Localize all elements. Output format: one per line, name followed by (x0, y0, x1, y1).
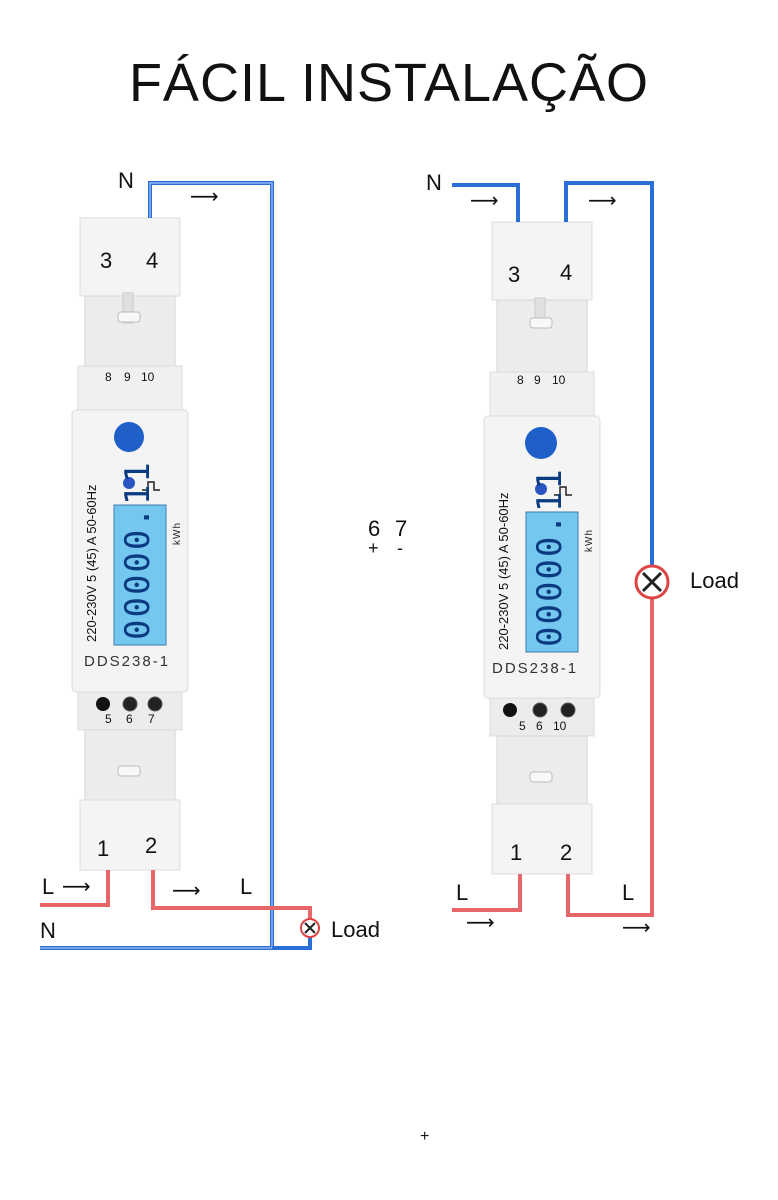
right-live-out-wire (566, 598, 654, 917)
left-aux-9: 9 (124, 370, 131, 384)
arrow-right-icon: ⟶ (62, 874, 91, 898)
left-aux-7: 7 (148, 712, 155, 726)
left-bottom-terminal-block (79, 799, 181, 871)
right-lcd (525, 511, 579, 653)
center-pin-6: 6 (368, 516, 381, 541)
left-aux-10: 10 (141, 370, 155, 384)
right-bottom-terminal-block (491, 803, 593, 875)
left-n-bottom-label: N (40, 918, 56, 943)
left-lcd-reading: 00000.11 (118, 460, 158, 640)
left-live-out-wire (151, 870, 312, 918)
arrow-right-icon: ⟶ (588, 188, 617, 212)
left-test-button[interactable] (114, 422, 144, 452)
right-top-terminal-block (491, 221, 593, 301)
right-aux-8: 8 (517, 373, 524, 387)
left-l-in-label: L (42, 874, 55, 899)
right-lcd-reading: 00000.11 (530, 467, 570, 647)
right-load-label: Load (690, 568, 739, 593)
left-terminal-4: 4 (146, 248, 159, 273)
left-live-in-wire (40, 870, 110, 907)
bottom-mark: + (420, 1128, 430, 1145)
right-terminal-screw-10 (560, 702, 576, 718)
left-terminal-3: 3 (100, 248, 113, 273)
right-wiring (452, 181, 670, 917)
arrow-right-icon: ⟶ (466, 910, 495, 934)
left-unit-label: kWh (172, 522, 183, 545)
right-terminal-2: 2 (560, 840, 573, 865)
right-l-out-label: L (622, 880, 635, 905)
left-meter (71, 217, 189, 871)
right-aux-6: 6 (536, 719, 543, 733)
center-plus-sign: + (368, 538, 379, 558)
left-aux-8: 8 (105, 370, 112, 384)
left-load-label: Load (331, 917, 380, 942)
right-live-in-wire (452, 874, 522, 912)
left-terminal-screw-5 (96, 697, 110, 711)
left-terminal-screw-6 (122, 696, 138, 712)
right-pulse-led (535, 483, 547, 495)
right-aux-10: 10 (552, 373, 566, 387)
right-bottom-clamp (496, 735, 588, 805)
left-n-top-label: N (118, 168, 134, 193)
right-aux-10b: 10 (553, 719, 567, 733)
page-title: FÁCIL INSTALAÇÃO (128, 53, 650, 113)
left-pulse-led (123, 477, 135, 489)
right-unit-label: kWh (584, 529, 595, 552)
right-terminal-screw-5 (503, 703, 517, 717)
right-terminal-3: 3 (508, 262, 521, 287)
center-minus-sign: - (397, 538, 403, 558)
arrow-right-icon: ⟶ (470, 188, 499, 212)
left-lcd (113, 504, 167, 646)
left-terminal-1: 1 (97, 836, 110, 861)
pulse-icon (554, 486, 572, 496)
left-terminal-2: 2 (145, 833, 158, 858)
arrow-right-icon: ⟶ (172, 878, 201, 902)
left-l-out-label: L (240, 874, 253, 899)
left-top-terminal-block (79, 217, 181, 297)
arrow-right-icon: ⟶ (622, 915, 651, 939)
right-l-in-label: L (456, 880, 469, 905)
right-meter (483, 221, 601, 875)
left-model-label: DDS238-1 (84, 653, 171, 670)
left-aux-6: 6 (126, 712, 133, 726)
right-aux-9: 9 (534, 373, 541, 387)
right-top-aux-block (489, 371, 595, 417)
pulse-icon (142, 481, 160, 491)
right-terminal-screw-6 (532, 702, 548, 718)
left-terminal-screw-7 (147, 696, 163, 712)
center-pin-7: 7 (395, 516, 408, 541)
right-n-top-label: N (426, 170, 442, 195)
left-wiring (40, 181, 320, 950)
right-neutral-in-wire (452, 183, 520, 222)
right-terminal-4: 4 (560, 260, 573, 285)
arrow-right-icon: ⟶ (190, 184, 219, 208)
right-test-button[interactable] (525, 427, 557, 459)
right-spec-text: 220-230V 5 (45) A 50-60Hz (496, 492, 511, 650)
left-bottom-clamp (84, 729, 176, 801)
right-neutral-out-wire (564, 181, 654, 566)
right-terminal-1: 1 (510, 840, 523, 865)
left-top-aux-block (77, 365, 183, 411)
left-aux-5: 5 (105, 712, 112, 726)
right-model-label: DDS238-1 (492, 660, 579, 677)
right-aux-5: 5 (519, 719, 526, 733)
left-spec-text: 220-230V 5 (45) A 50-60Hz (84, 484, 99, 642)
